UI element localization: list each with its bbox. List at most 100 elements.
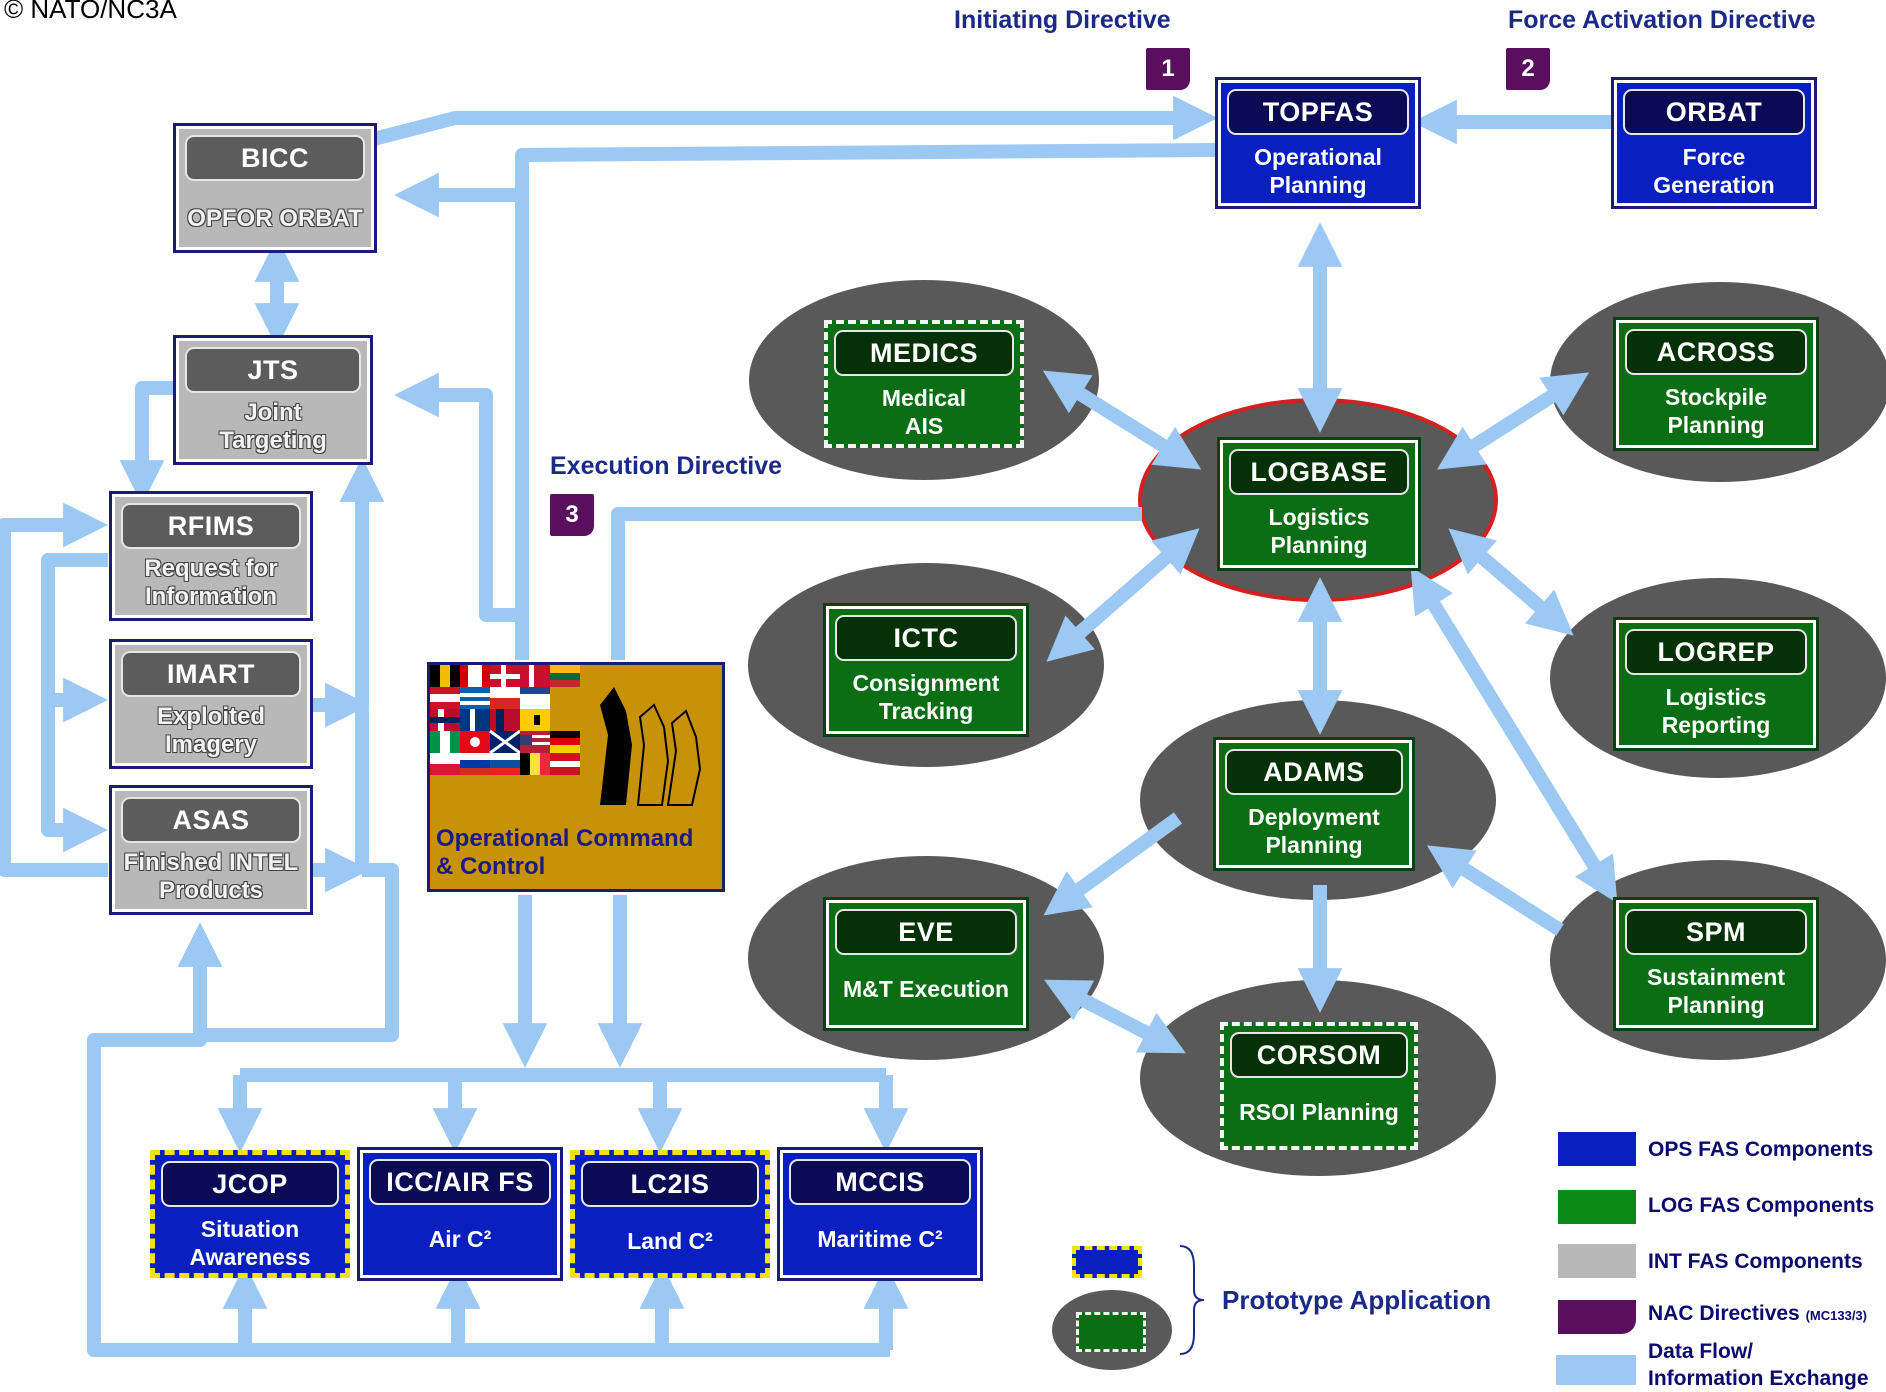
arrow-adams-eve <box>1043 812 1183 916</box>
legend-log-swatch <box>1558 1190 1636 1224</box>
legend-proto-ops-swatch <box>1072 1246 1142 1278</box>
node-subtitle: Land C² <box>627 1228 713 1254</box>
node-title: JCOP <box>161 1161 339 1207</box>
directive-tag-3: 3 <box>550 494 594 536</box>
legend-int-label: INT FAS Components <box>1648 1250 1863 1273</box>
arrow-topfas-bicc <box>394 143 1216 218</box>
node-title: BICC <box>185 135 365 181</box>
initiating-directive-label: Initiating Directive <box>954 6 1171 34</box>
node-subtitle: Maritime C² <box>817 1226 943 1252</box>
arrow-eve-corsom <box>1044 979 1186 1054</box>
legend-prototype-label: Prototype Application <box>1222 1285 1492 1315</box>
legend-proto-log-swatch <box>1076 1312 1146 1352</box>
node-title: MCCIS <box>789 1159 971 1205</box>
node-subtitle: Air C² <box>428 1226 492 1252</box>
node-title: LOGREP <box>1625 629 1807 675</box>
node-title: ACROSS <box>1625 329 1807 375</box>
arrow-spm-adams <box>1426 845 1564 936</box>
arrow-bottom-loop <box>87 922 890 1357</box>
node-title: EVE <box>835 909 1017 955</box>
node-title: ICC/AIR FS <box>369 1159 551 1205</box>
node-mccis[interactable]: MCCIS Maritime C² <box>777 1147 983 1281</box>
node-bicc[interactable]: BICC OPFOR ORBAT <box>173 123 377 253</box>
node-title: LC2IS <box>581 1161 759 1207</box>
arrow-occ-jts <box>394 372 522 622</box>
legend-flow-label: Data Flow/Information Exchange <box>1648 1340 1869 1390</box>
node-subtitle: RSOI Planning <box>1239 1099 1399 1125</box>
directive-tag-1: 1 <box>1146 48 1190 90</box>
node-title: LOGBASE <box>1229 449 1409 495</box>
flags-and-soldiers-image <box>430 665 702 806</box>
copyright-text: © NATO/NC3A <box>4 0 177 24</box>
operational-command-control[interactable]: Operational Command& Control <box>427 662 725 892</box>
node-eve[interactable]: EVE M&T Execution <box>823 897 1029 1031</box>
arrow-bicc-topfas <box>368 95 1218 147</box>
node-title: TOPFAS <box>1227 89 1409 135</box>
arrow-across-logbase <box>1436 372 1590 470</box>
node-corsom[interactable]: CORSOM RSOI Planning <box>1220 1022 1418 1150</box>
occ-label: Operational Command& Control <box>436 825 694 880</box>
node-title: ICTC <box>835 615 1017 661</box>
arrow-left-loop <box>0 502 108 877</box>
node-icc-air-fs[interactable]: ICC/AIR FS Air C² <box>357 1147 563 1281</box>
arrow-logrep-logbase <box>1448 528 1574 636</box>
arrow-medics-logbase <box>1042 370 1202 470</box>
node-lc2is[interactable]: LC2IS Land C² <box>570 1150 770 1278</box>
legend-int-swatch <box>1558 1244 1636 1278</box>
node-subtitle: OPFOR ORBAT <box>187 205 363 232</box>
node-title: IMART <box>121 651 301 697</box>
force-activation-directive-label: Force Activation Directive <box>1508 6 1816 34</box>
node-title: CORSOM <box>1230 1032 1408 1078</box>
legend-brace <box>1179 1245 1205 1355</box>
arrow-jts-rfims <box>119 381 178 505</box>
arrow-logbase-occ <box>611 507 1142 660</box>
flow-arrows <box>0 95 1618 1357</box>
node-subtitle: M&T Execution <box>842 976 1010 1002</box>
arrow-spm-logbase <box>1410 566 1618 904</box>
legend-flow-swatch <box>1556 1355 1636 1385</box>
execution-directive-label: Execution Directive <box>550 452 783 480</box>
arrow-right-down <box>200 863 399 1042</box>
node-title: JTS <box>185 347 361 393</box>
node-title: ASAS <box>121 797 301 843</box>
legend-nac-label: NAC Directives (MC133/3) <box>1648 1302 1867 1325</box>
legend-ops-swatch <box>1558 1132 1636 1166</box>
legend-nac-swatch <box>1558 1300 1636 1334</box>
directive-tag-2: 2 <box>1506 48 1550 90</box>
node-title: SPM <box>1625 909 1807 955</box>
node-title: MEDICS <box>834 330 1014 376</box>
legend-ops-label: OPS FAS Components <box>1648 1138 1874 1161</box>
node-title: RFIMS <box>121 503 301 549</box>
node-title: ORBAT <box>1623 89 1805 135</box>
legend-log-label: LOG FAS Components <box>1648 1194 1875 1217</box>
